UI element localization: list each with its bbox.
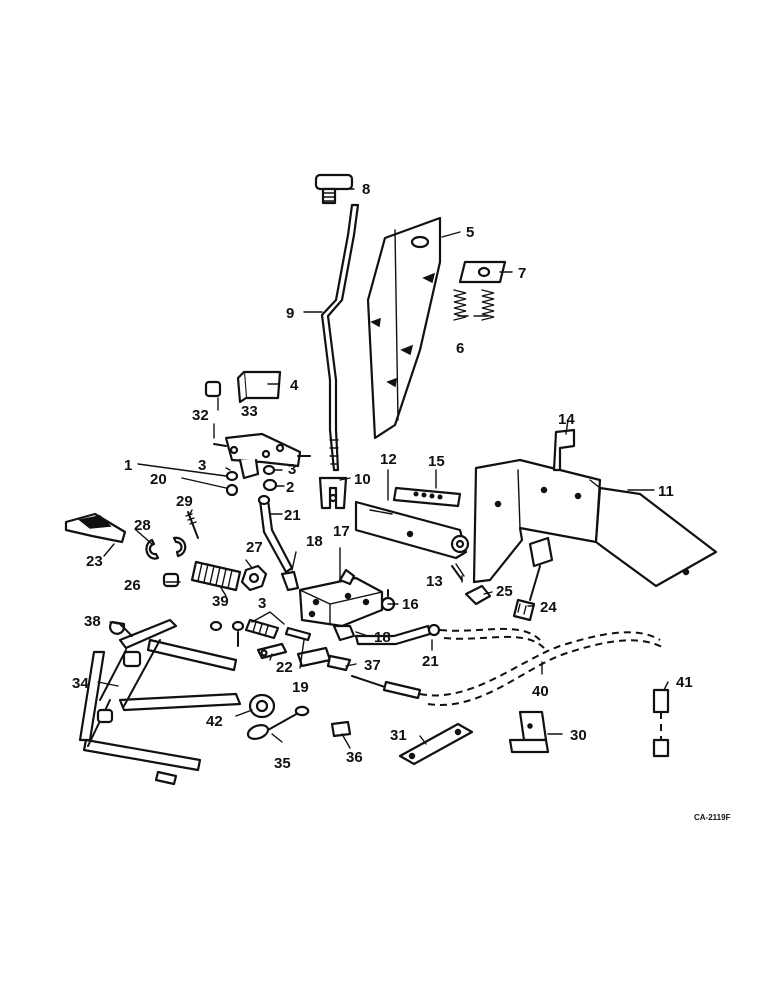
spring-clip: [464, 584, 492, 606]
label-34: 34: [72, 675, 89, 692]
label-16: 16: [402, 596, 419, 613]
label-9: 9: [286, 305, 294, 322]
leader-lines: [97, 188, 669, 749]
small-fittings: [209, 618, 312, 647]
link-22: [256, 642, 288, 660]
label-22: 22: [276, 659, 293, 676]
switch-24: [512, 536, 554, 622]
label-35: 35: [274, 755, 291, 772]
label-17: 17: [333, 523, 350, 540]
label-13: 13: [426, 573, 443, 590]
label-29: 29: [176, 493, 193, 510]
label-1: 1: [124, 457, 132, 474]
clamp-halves: [145, 536, 187, 560]
nut-27: [240, 564, 268, 592]
label-6: 6: [456, 340, 464, 357]
control-rod: [320, 203, 360, 472]
label-33: 33: [241, 403, 258, 420]
label-41: 41: [676, 674, 693, 691]
part-labels: 8 5 7 6 9 4 32 33 1 3 3 2 20 29 21 10 12…: [72, 181, 731, 822]
plate-31: [398, 722, 474, 766]
label-36: 36: [346, 749, 363, 766]
clevis: [318, 476, 348, 510]
label-24: 24: [540, 599, 557, 616]
label-38: 38: [84, 613, 101, 630]
label-30: 30: [570, 727, 587, 744]
rear-housing: [472, 458, 718, 588]
bushing-32: [204, 380, 222, 398]
label-18-b: 18: [374, 629, 391, 646]
springs: [453, 289, 495, 321]
valve-body: [213, 432, 311, 480]
fittings-small: [225, 464, 278, 497]
label-28: 28: [134, 517, 151, 534]
cable-loop: [246, 705, 310, 740]
support-frame: [78, 618, 242, 786]
cotter-pin: [451, 563, 465, 581]
label-18-a: 18: [306, 533, 323, 550]
coil-spring: [190, 560, 242, 592]
label-10: 10: [354, 471, 371, 488]
label-42: 42: [206, 713, 223, 730]
control-valve: [298, 568, 384, 628]
label-11: 11: [658, 483, 674, 500]
label-32: 32: [192, 407, 209, 424]
cable-assembly: [351, 627, 665, 706]
label-8: 8: [362, 181, 370, 198]
console-shroud: [366, 216, 442, 440]
clip-36: [330, 720, 352, 738]
label-3-c: 3: [258, 595, 266, 612]
angle-bracket-30: [508, 710, 550, 754]
label-2: 2: [286, 479, 294, 496]
side-plate: [354, 500, 470, 560]
label-27: 27: [246, 539, 263, 556]
label-21-a: 21: [284, 507, 301, 524]
label-40: 40: [532, 683, 549, 700]
bracket-4: [236, 370, 282, 404]
label-12: 12: [380, 451, 397, 468]
label-39: 39: [212, 593, 229, 610]
hose-lower: [354, 623, 441, 646]
label-23: 23: [86, 553, 103, 570]
elbow-upper: [280, 570, 300, 592]
label-4: 4: [290, 377, 299, 394]
label-31: 31: [390, 727, 407, 744]
label-3-b: 3: [288, 461, 296, 478]
label-14: 14: [558, 411, 575, 428]
label-15: 15: [428, 453, 445, 470]
label-21-b: 21: [422, 653, 439, 670]
label-5: 5: [466, 224, 474, 241]
guide-23: [64, 512, 127, 544]
fitting-top: [314, 173, 354, 205]
label-37: 37: [364, 657, 381, 674]
mounting-plate: [458, 260, 507, 284]
label-19: 19: [292, 679, 309, 696]
knob-16: [380, 589, 396, 612]
slotted-bar: [392, 486, 462, 508]
label-26: 26: [124, 577, 141, 594]
label-3-a: 3: [198, 457, 206, 474]
clip-14: [552, 428, 576, 472]
elbow-lower: [332, 624, 356, 642]
label-25: 25: [496, 583, 513, 600]
label-7: 7: [518, 265, 526, 282]
plug-26: [162, 572, 180, 588]
drawing-code: CA-2119F: [694, 813, 731, 822]
hook-38: [109, 620, 133, 637]
grommet: [248, 693, 276, 719]
label-20: 20: [150, 471, 167, 488]
pin-29: [185, 511, 199, 539]
cable-end-41: [652, 688, 670, 758]
yoke-37: [296, 646, 352, 672]
